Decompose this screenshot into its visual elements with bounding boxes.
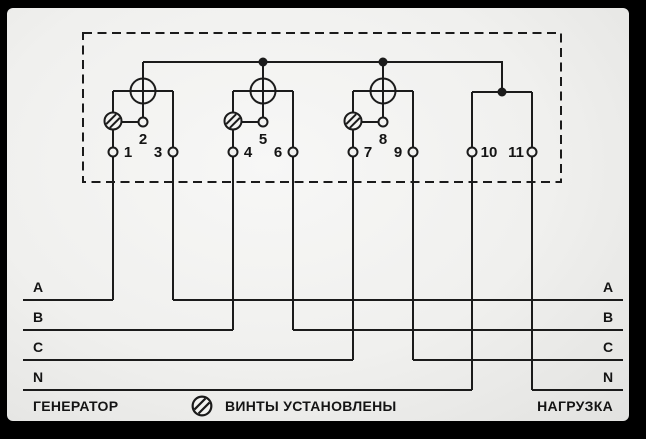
phase-label-right-n: N: [603, 369, 613, 385]
legend-label: ВИНТЫ УСТАНОВЛЕНЫ: [225, 398, 397, 414]
terminal-circle-4: [227, 146, 239, 158]
phase-lines: [23, 299, 623, 391]
generator-label: ГЕНЕРАТОР: [33, 398, 118, 414]
junction-dot-3: [497, 87, 507, 97]
terminal-circle-2: [137, 116, 149, 128]
terminal-circle-9: [407, 146, 419, 158]
terminal-circle-8: [377, 116, 389, 128]
meter-element-3: 7 8 9: [343, 62, 419, 360]
terminal-circle-6: [287, 146, 299, 158]
phase-label-right-b: B: [603, 309, 613, 325]
meter-element-2: 4 5 6: [223, 62, 299, 330]
terminal-circle-5: [257, 116, 269, 128]
terminal-circle-10: [466, 146, 478, 158]
coil-icon-2: [249, 77, 277, 105]
footer: ГЕНЕРАТОР ВИНТЫ УСТАНОВЛЕНЫ НАГРУЗКА: [33, 395, 613, 417]
phase-label-left-a: A: [33, 279, 43, 295]
terminal-label-3: 3: [154, 144, 162, 161]
terminal-circle-7: [347, 146, 359, 158]
meter-outline: [82, 32, 562, 183]
voltage-bus-wire: [143, 61, 503, 92]
screw-icon-1: [103, 111, 123, 131]
terminal-label-9: 9: [394, 144, 402, 161]
phase-label-right-c: C: [603, 339, 613, 355]
terminal-label-5: 5: [259, 131, 267, 148]
photo-surface: [7, 8, 629, 421]
junction-dot-2: [378, 57, 388, 67]
terminal-label-10: 10: [481, 144, 498, 161]
junction-dot-1: [258, 57, 268, 67]
terminal-label-2: 2: [139, 131, 147, 148]
neutral-branch: 10 11: [466, 91, 538, 390]
screw-icon-2: [223, 111, 243, 131]
phase-label-left-c: C: [33, 339, 43, 355]
terminal-label-4: 4: [244, 144, 253, 161]
phase-label-left-b: B: [33, 309, 43, 325]
terminal-label-8: 8: [379, 131, 387, 148]
terminal-circle-11: [526, 146, 538, 158]
screw-legend-icon: [191, 395, 213, 417]
terminal-label-1: 1: [124, 144, 132, 161]
meter-element-1: 1 2 3: [103, 62, 179, 300]
coil-icon-3: [369, 77, 397, 105]
terminal-label-7: 7: [364, 144, 372, 161]
screw-icon-3: [343, 111, 363, 131]
coil-icon-1: [129, 77, 157, 105]
terminal-label-6: 6: [274, 144, 282, 161]
terminal-label-11: 11: [508, 144, 524, 161]
terminal-circle-3: [167, 146, 179, 158]
phase-label-left-n: N: [33, 369, 43, 385]
terminal-circle-1: [107, 146, 119, 158]
phase-label-right-a: A: [603, 279, 613, 295]
load-label: НАГРУЗКА: [537, 398, 613, 414]
